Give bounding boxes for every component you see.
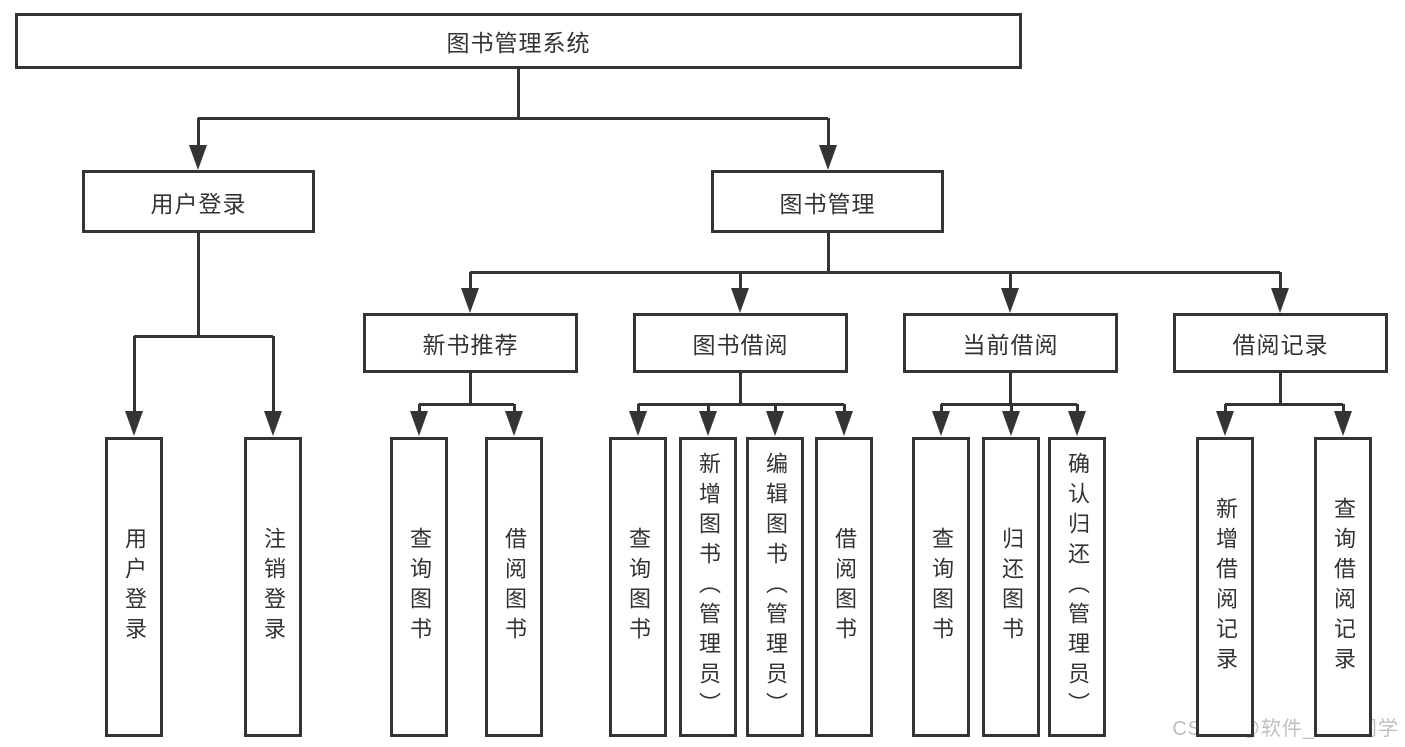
connector-line xyxy=(1225,402,1343,406)
node-user-login: 用户登录 xyxy=(82,170,315,233)
arrowhead-down-icon xyxy=(1068,411,1086,436)
connector-line xyxy=(468,373,472,404)
connector-line xyxy=(636,404,640,414)
node-query-books-current: 查询图书 xyxy=(912,437,970,737)
node-add-books-admin: 新增图书（管理员） xyxy=(679,437,737,737)
connector-line xyxy=(1278,272,1282,292)
arrowhead-down-icon xyxy=(264,411,282,436)
arrowhead-down-icon xyxy=(629,411,647,436)
arrowhead-down-icon xyxy=(731,288,749,313)
node-library-management-system: 图书管理系统 xyxy=(15,13,1022,69)
connector-line xyxy=(1278,373,1282,404)
connector-line xyxy=(196,233,200,336)
arrowhead-down-icon xyxy=(819,145,837,170)
connector-line xyxy=(1008,272,1012,292)
arrowhead-down-icon xyxy=(1271,288,1289,313)
connector-line xyxy=(1223,404,1227,414)
node-query-borrow-record: 查询借阅记录 xyxy=(1314,437,1372,737)
node-confirm-return-admin: 确认归还（管理员） xyxy=(1048,437,1106,737)
connector-line xyxy=(470,270,1280,274)
connector-line xyxy=(1009,404,1013,414)
arrowhead-down-icon xyxy=(125,411,143,436)
connector-line xyxy=(419,402,514,406)
connector-line xyxy=(941,402,1077,406)
connector-line xyxy=(512,404,516,414)
connector-line xyxy=(516,67,520,120)
arrowhead-down-icon xyxy=(932,411,950,436)
connector-line xyxy=(738,373,742,404)
connector-line xyxy=(271,336,275,414)
arrowhead-down-icon xyxy=(835,411,853,436)
connector-line xyxy=(773,404,777,414)
connector-line xyxy=(198,116,828,120)
node-query-books-borrowing: 查询图书 xyxy=(609,437,667,737)
connector-line xyxy=(134,334,273,338)
connector-line xyxy=(1008,373,1012,404)
connector-line xyxy=(196,118,200,148)
connector-line xyxy=(939,404,943,414)
arrowhead-down-icon xyxy=(410,411,428,436)
connector-line xyxy=(132,336,136,414)
node-user-login-leaf: 用户登录 xyxy=(105,437,163,737)
arrowhead-down-icon xyxy=(699,411,717,436)
node-query-books-recommend: 查询图书 xyxy=(390,437,448,737)
arrowhead-down-icon xyxy=(461,288,479,313)
arrowhead-down-icon xyxy=(1216,411,1234,436)
node-book-management: 图书管理 xyxy=(711,170,944,233)
connector-line xyxy=(1341,404,1345,414)
connector-line xyxy=(826,233,830,272)
connector-line xyxy=(826,118,830,148)
connector-line xyxy=(468,272,472,292)
connector-line xyxy=(638,402,844,406)
arrowhead-down-icon xyxy=(505,411,523,436)
connector-line xyxy=(738,272,742,292)
node-current-borrowing: 当前借阅 xyxy=(903,313,1118,373)
node-add-borrow-record: 新增借阅记录 xyxy=(1196,437,1254,737)
node-edit-books-admin: 编辑图书（管理员） xyxy=(746,437,804,737)
arrowhead-down-icon xyxy=(189,145,207,170)
arrowhead-down-icon xyxy=(1334,411,1352,436)
node-logout: 注销登录 xyxy=(244,437,302,737)
connector-line xyxy=(842,404,846,414)
node-borrow-books-borrowing: 借阅图书 xyxy=(815,437,873,737)
node-return-books: 归还图书 xyxy=(982,437,1040,737)
arrowhead-down-icon xyxy=(1002,411,1020,436)
arrowhead-down-icon xyxy=(766,411,784,436)
node-new-book-recommend: 新书推荐 xyxy=(363,313,578,373)
connector-line xyxy=(706,404,710,414)
connector-line xyxy=(417,404,421,414)
node-book-borrowing: 图书借阅 xyxy=(633,313,848,373)
node-borrow-books-recommend: 借阅图书 xyxy=(485,437,543,737)
node-borrowing-records: 借阅记录 xyxy=(1173,313,1388,373)
arrowhead-down-icon xyxy=(1001,288,1019,313)
connector-line xyxy=(1075,404,1079,414)
